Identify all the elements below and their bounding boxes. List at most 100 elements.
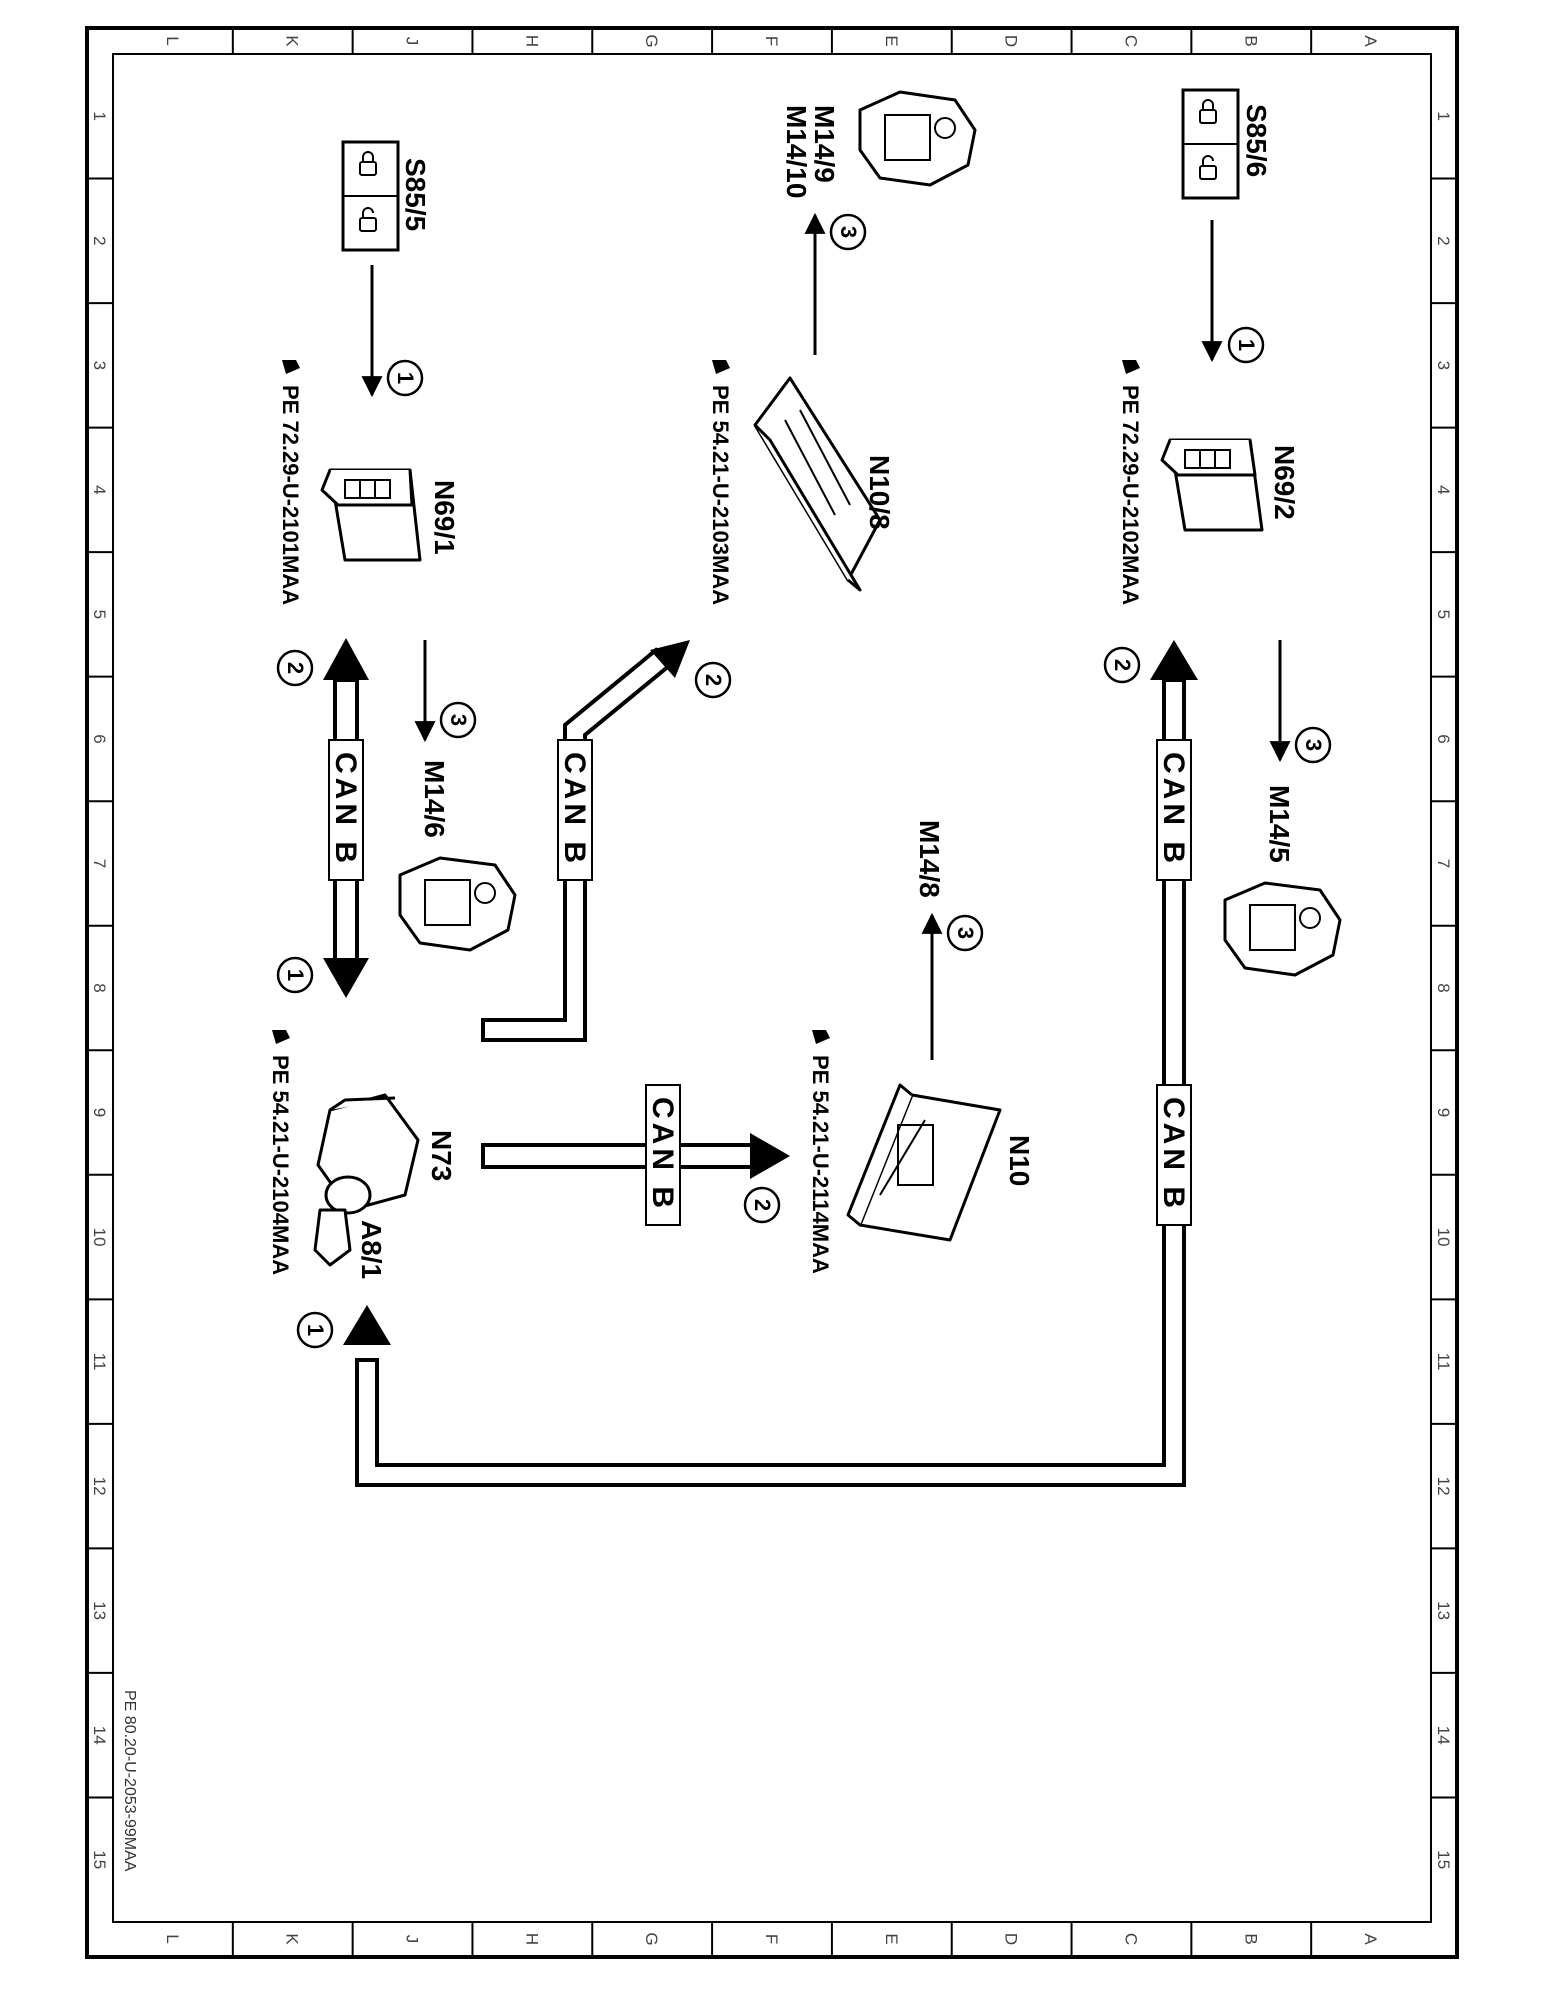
zone-letter-top: C [1121, 35, 1140, 47]
zone-letter-bottom: A [1361, 1933, 1380, 1945]
svg-text:PE 54.21-U-2114MAA: PE 54.21-U-2114MAA [808, 1055, 833, 1274]
zone-letter-top: J [403, 37, 422, 46]
can-bus-right-arrow-up [1150, 640, 1198, 680]
label-m14-5: M14/5 [1264, 785, 1295, 863]
svg-text:PE 72.29-U-2101MAA: PE 72.29-U-2101MAA [278, 385, 303, 605]
svg-text:2: 2 [283, 662, 308, 674]
svg-text:2: 2 [750, 1199, 775, 1211]
zone-number-left: 4 [90, 485, 109, 494]
zone-number-right: 2 [1434, 236, 1453, 245]
zone-letter-bottom: E [882, 1933, 901, 1944]
zone-number-left: 10 [90, 1228, 109, 1247]
step-circle-a8-1: 1 [296, 1311, 334, 1349]
zone-number-right: 10 [1434, 1228, 1453, 1247]
label-m14-9: M14/9 [809, 105, 840, 183]
zone-letter-top: H [522, 35, 541, 47]
svg-text:CAN B: CAN B [1157, 1097, 1190, 1212]
label-n73: N73 [426, 1130, 457, 1181]
zone-letter-top: D [1002, 35, 1021, 47]
zone-number-right: 7 [1434, 859, 1453, 868]
motor-m14-9 [858, 90, 977, 187]
svg-text:PE 72.29-U-2102MAA: PE 72.29-U-2102MAA [1118, 385, 1143, 605]
svg-text:PE 54.21-U-2103MAA: PE 54.21-U-2103MAA [708, 385, 733, 605]
step-circle-n10-bus: 2 [743, 1186, 781, 1224]
module-n69-2 [1160, 438, 1264, 532]
zone-letter-bottom: G [642, 1932, 661, 1945]
zone-letter-bottom: C [1121, 1933, 1140, 1945]
zone-letter-top: B [1241, 35, 1260, 46]
unlock-icon [359, 207, 377, 232]
pointer-icon-n69-1: PE 72.29-U-2101MAA [278, 360, 303, 605]
module-n10-8 [753, 376, 882, 592]
label-a8-1: A8/1 [356, 1220, 387, 1279]
can-bus-bottom-arrow-up [343, 1305, 391, 1345]
zone-letter-top: G [642, 34, 661, 47]
svg-text:CAN B: CAN B [1157, 752, 1190, 867]
pointer-icon-n73: PE 54.21-U-2104MAA [268, 1030, 293, 1275]
label-s85-5: S85/5 [400, 158, 431, 231]
svg-text:CAN B: CAN B [558, 752, 591, 867]
zone-letter-bottom: L [163, 1934, 182, 1943]
label-m14-8: M14/8 [914, 820, 945, 898]
zone-letter-bottom: B [1241, 1933, 1260, 1944]
lock-icon [1199, 99, 1217, 124]
zone-number-left: 5 [90, 610, 109, 619]
zone-number-left: 15 [90, 1850, 109, 1869]
key-a8-1 [313, 1208, 352, 1267]
can-bus-right-loop [355, 678, 1186, 1487]
zone-letter-top: K [283, 35, 302, 47]
step-circle-n69-1-bus: 2 [276, 649, 314, 687]
zone-number-right: 14 [1434, 1726, 1453, 1745]
can-bus-horizontal-arrow [750, 1133, 790, 1179]
label-n69-2: N69/2 [1269, 445, 1300, 520]
module-n10 [846, 1083, 1002, 1242]
zone-number-right: 11 [1434, 1353, 1453, 1371]
svg-text:CAN B: CAN B [329, 752, 362, 867]
step-circle-s85-6: 1 [1227, 326, 1265, 364]
svg-text:3: 3 [1301, 739, 1326, 751]
step-circle-m14-5: 3 [1294, 726, 1332, 764]
zone-letter-top: E [882, 35, 901, 46]
zone-letter-top: L [163, 36, 182, 45]
footer-code: PE 80.20-U-2053-99MAA [121, 1690, 138, 1872]
zone-number-left: 11 [90, 1353, 109, 1371]
svg-text:CAN B: CAN B [646, 1097, 679, 1212]
step-circle-n73-bus: 1 [276, 956, 314, 994]
module-n73 [316, 1093, 420, 1215]
step-circle-s85-5: 1 [386, 359, 424, 397]
zone-number-right: 1 [1434, 112, 1453, 121]
svg-text:1: 1 [393, 372, 418, 384]
svg-text:3: 3 [953, 927, 978, 939]
zone-number-right: 12 [1434, 1477, 1453, 1496]
can-label-right-upper: CAN B [1156, 739, 1192, 881]
zone-letter-bottom: D [1002, 1933, 1021, 1945]
svg-text:1: 1 [1234, 339, 1259, 351]
zone-letter-bottom: H [522, 1933, 541, 1945]
zone-number-left: 2 [90, 236, 109, 245]
zone-letter-top: F [762, 36, 781, 46]
svg-text:2: 2 [701, 674, 726, 686]
pointer-icon-n69-2: PE 72.29-U-2102MAA [1118, 360, 1143, 605]
label-n10: N10 [1004, 1135, 1035, 1186]
step-circle-n69-2-bus: 2 [1103, 646, 1141, 684]
zone-number-left: 12 [90, 1477, 109, 1496]
outer-frame [85, 26, 1459, 1959]
zone-number-right: 8 [1434, 983, 1453, 992]
zone-number-left: 3 [90, 361, 109, 370]
svg-text:2: 2 [1110, 659, 1135, 671]
svg-text:PE 54.21-U-2104MAA: PE 54.21-U-2104MAA [268, 1055, 293, 1275]
zone-number-right: 5 [1434, 610, 1453, 619]
can-label-middle: CAN B [557, 739, 593, 881]
pointer-icon-n10: PE 54.21-U-2114MAA [808, 1030, 833, 1274]
svg-text:1: 1 [303, 1324, 328, 1336]
zone-number-right: 3 [1434, 361, 1453, 370]
zone-number-left: 7 [90, 859, 109, 868]
lock-icon [359, 151, 377, 176]
can-label-right-lower: CAN B [1156, 1084, 1192, 1226]
svg-text:3: 3 [836, 226, 861, 238]
step-circle-m14-6: 3 [439, 701, 477, 739]
switch-s85-6 [1181, 88, 1240, 200]
zone-number-left: 9 [90, 1108, 109, 1117]
step-circle-m14-8: 3 [946, 914, 984, 952]
